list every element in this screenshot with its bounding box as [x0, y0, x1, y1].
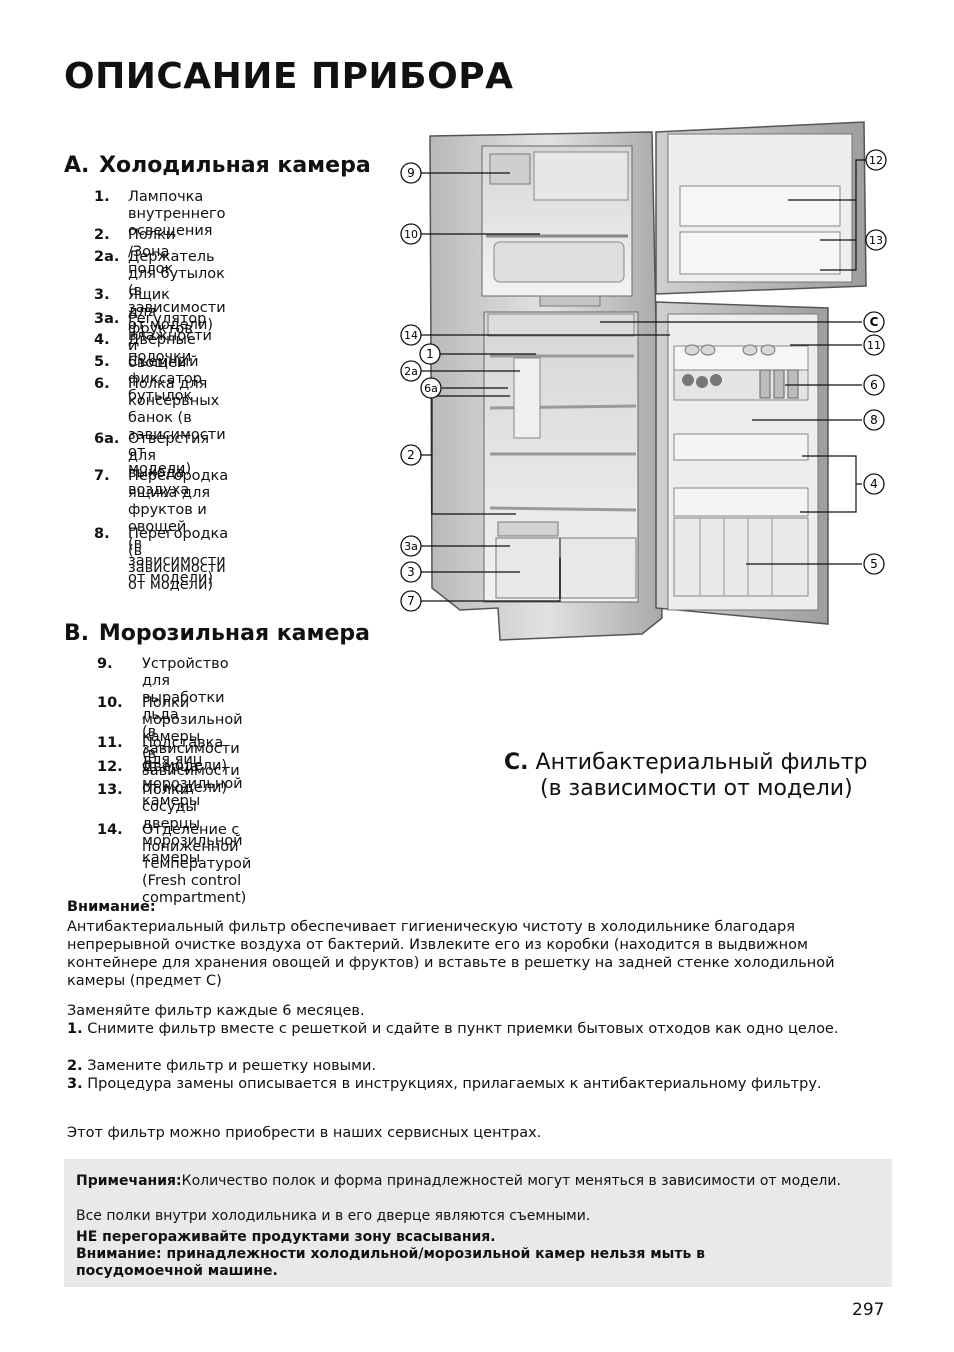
svg-text:2a: 2a [404, 365, 418, 378]
callout-3: 3 [401, 562, 421, 582]
callout-3a: 3a [401, 536, 421, 556]
item-number: 1. [94, 189, 110, 206]
section-c-line1: Антибактериальный фильтр [536, 750, 868, 775]
item-number: 6. [94, 376, 110, 393]
svg-text:14: 14 [404, 329, 418, 342]
callout-10: 10 [401, 224, 421, 244]
notes-label: Примечания: [76, 1173, 182, 1189]
step-number: 3. [67, 1076, 83, 1092]
callout-c: C [864, 312, 884, 332]
section-a-heading: А. Холодильная камера [64, 153, 371, 178]
svg-text:1: 1 [426, 347, 434, 361]
section-b-title: Морозильная камера [99, 621, 370, 646]
freezer-door [656, 122, 866, 294]
step-number: 2. [67, 1058, 83, 1074]
section-b-list: 9.Устройство для выработки льда (в завис… [97, 656, 427, 881]
item-number: 12. [97, 759, 123, 776]
section-c-letter: С. [504, 750, 529, 775]
svg-text:8: 8 [870, 413, 878, 427]
svg-text:7: 7 [407, 594, 415, 608]
svg-text:9: 9 [407, 166, 415, 180]
item-number: 3а. [94, 311, 119, 328]
item-number: 8. [94, 526, 110, 543]
fridge-body [430, 132, 662, 640]
svg-text:5: 5 [870, 557, 878, 571]
notes-line2: Все полки внутри холодильника и в его дв… [76, 1208, 876, 1225]
callout-4: 4 [864, 474, 884, 494]
svg-text:2: 2 [407, 448, 415, 462]
replace-intro: Заменяйте фильтр каждые 6 месяцев. [67, 1002, 893, 1020]
section-a-letter: А. [64, 153, 89, 178]
svg-text:10: 10 [404, 228, 418, 241]
section-b-heading: В. Морозильная камера [64, 621, 370, 646]
callout-6: 6 [864, 375, 884, 395]
item-number: 14. [97, 822, 123, 839]
item-number: 5. [94, 354, 110, 371]
item-number: 2. [94, 227, 110, 244]
svg-text:13: 13 [869, 234, 883, 247]
item-text: Перегородка (в зависимости от модели) [128, 526, 228, 594]
callout-13: 13 [866, 230, 886, 250]
svg-text:6: 6 [870, 378, 878, 392]
svg-text:12: 12 [869, 154, 883, 167]
callout-1: 1 [420, 344, 440, 364]
purchase-info: Этот фильтр можно приобрести в наших сер… [67, 1124, 893, 1142]
notes-box: Примечания:Количество полок и форма прин… [64, 1159, 892, 1287]
page-title: ОПИСАНИЕ ПРИБОРА [64, 56, 513, 97]
callout-7: 7 [401, 591, 421, 611]
step-1: 1. Снимите фильтр вместе с решеткой и сд… [67, 1020, 893, 1038]
item-number: 7. [94, 468, 110, 485]
item-number: 2а. [94, 249, 119, 266]
callout-6a: 6a [421, 378, 441, 398]
svg-text:C: C [870, 315, 879, 329]
callout-11: 11 [864, 335, 884, 355]
step-text: Снимите фильтр вместе с решеткой и сдайт… [87, 1021, 838, 1037]
notes-warning2: Внимание: принадлежности холодильной/мор… [76, 1246, 836, 1280]
step-number: 1. [67, 1021, 83, 1037]
svg-text:11: 11 [867, 339, 881, 352]
fridge-door [656, 302, 828, 624]
page-number: 297 [852, 1300, 884, 1320]
item-number: 11. [97, 735, 123, 752]
callout-2: 2 [401, 445, 421, 465]
section-a-list: 1.Лампочка внутреннего освещения 2.Полки… [94, 189, 394, 569]
item-number: 3. [94, 287, 110, 304]
callout-12: 12 [866, 150, 886, 170]
section-b-letter: В. [64, 621, 89, 646]
item-number: 13. [97, 782, 123, 799]
step-text: Замените фильтр и решетку новыми. [87, 1058, 376, 1074]
section-c-line2: (в зависимости от модели) [504, 776, 867, 802]
notes-text: Количество полок и форма принадлежностей… [182, 1173, 841, 1189]
item-number: 6а. [94, 431, 119, 448]
callout-8: 8 [864, 410, 884, 430]
attention-paragraph: Антибактериальный фильтр обеспечивает ги… [67, 918, 893, 990]
item-number: 10. [97, 695, 123, 712]
attention-heading: Внимание: [67, 898, 156, 916]
item-number: 9. [97, 656, 113, 673]
callout-5: 5 [864, 554, 884, 574]
svg-text:6a: 6a [424, 382, 438, 395]
section-a-title: Холодильная камера [99, 153, 371, 178]
callout-14: 14 [401, 325, 421, 345]
step-2: 2. Замените фильтр и решетку новыми. [67, 1057, 893, 1075]
svg-text:3a: 3a [404, 540, 418, 553]
callout-9: 9 [401, 163, 421, 183]
item-number: 4. [94, 332, 110, 349]
refrigerator-illustration: 9 10 14 1 2a 6a 2 3a 3 7 12 13 C 11 6 8 … [390, 118, 900, 648]
step-3: 3. Процедура замены описывается в инстру… [67, 1075, 867, 1093]
svg-text:3: 3 [407, 565, 415, 579]
item-text: Отделение с пониженной температурой (Fre… [142, 822, 251, 907]
notes-warning1: НЕ перегораживайте продуктами зону всасы… [76, 1229, 876, 1246]
section-c: С. Антибактериальный фильтр (в зависимос… [504, 750, 867, 802]
svg-text:4: 4 [870, 477, 878, 491]
notes-line1: Примечания:Количество полок и форма прин… [76, 1173, 876, 1190]
callout-2a: 2a [401, 361, 421, 381]
step-text: Процедура замены описывается в инструкци… [87, 1076, 821, 1092]
